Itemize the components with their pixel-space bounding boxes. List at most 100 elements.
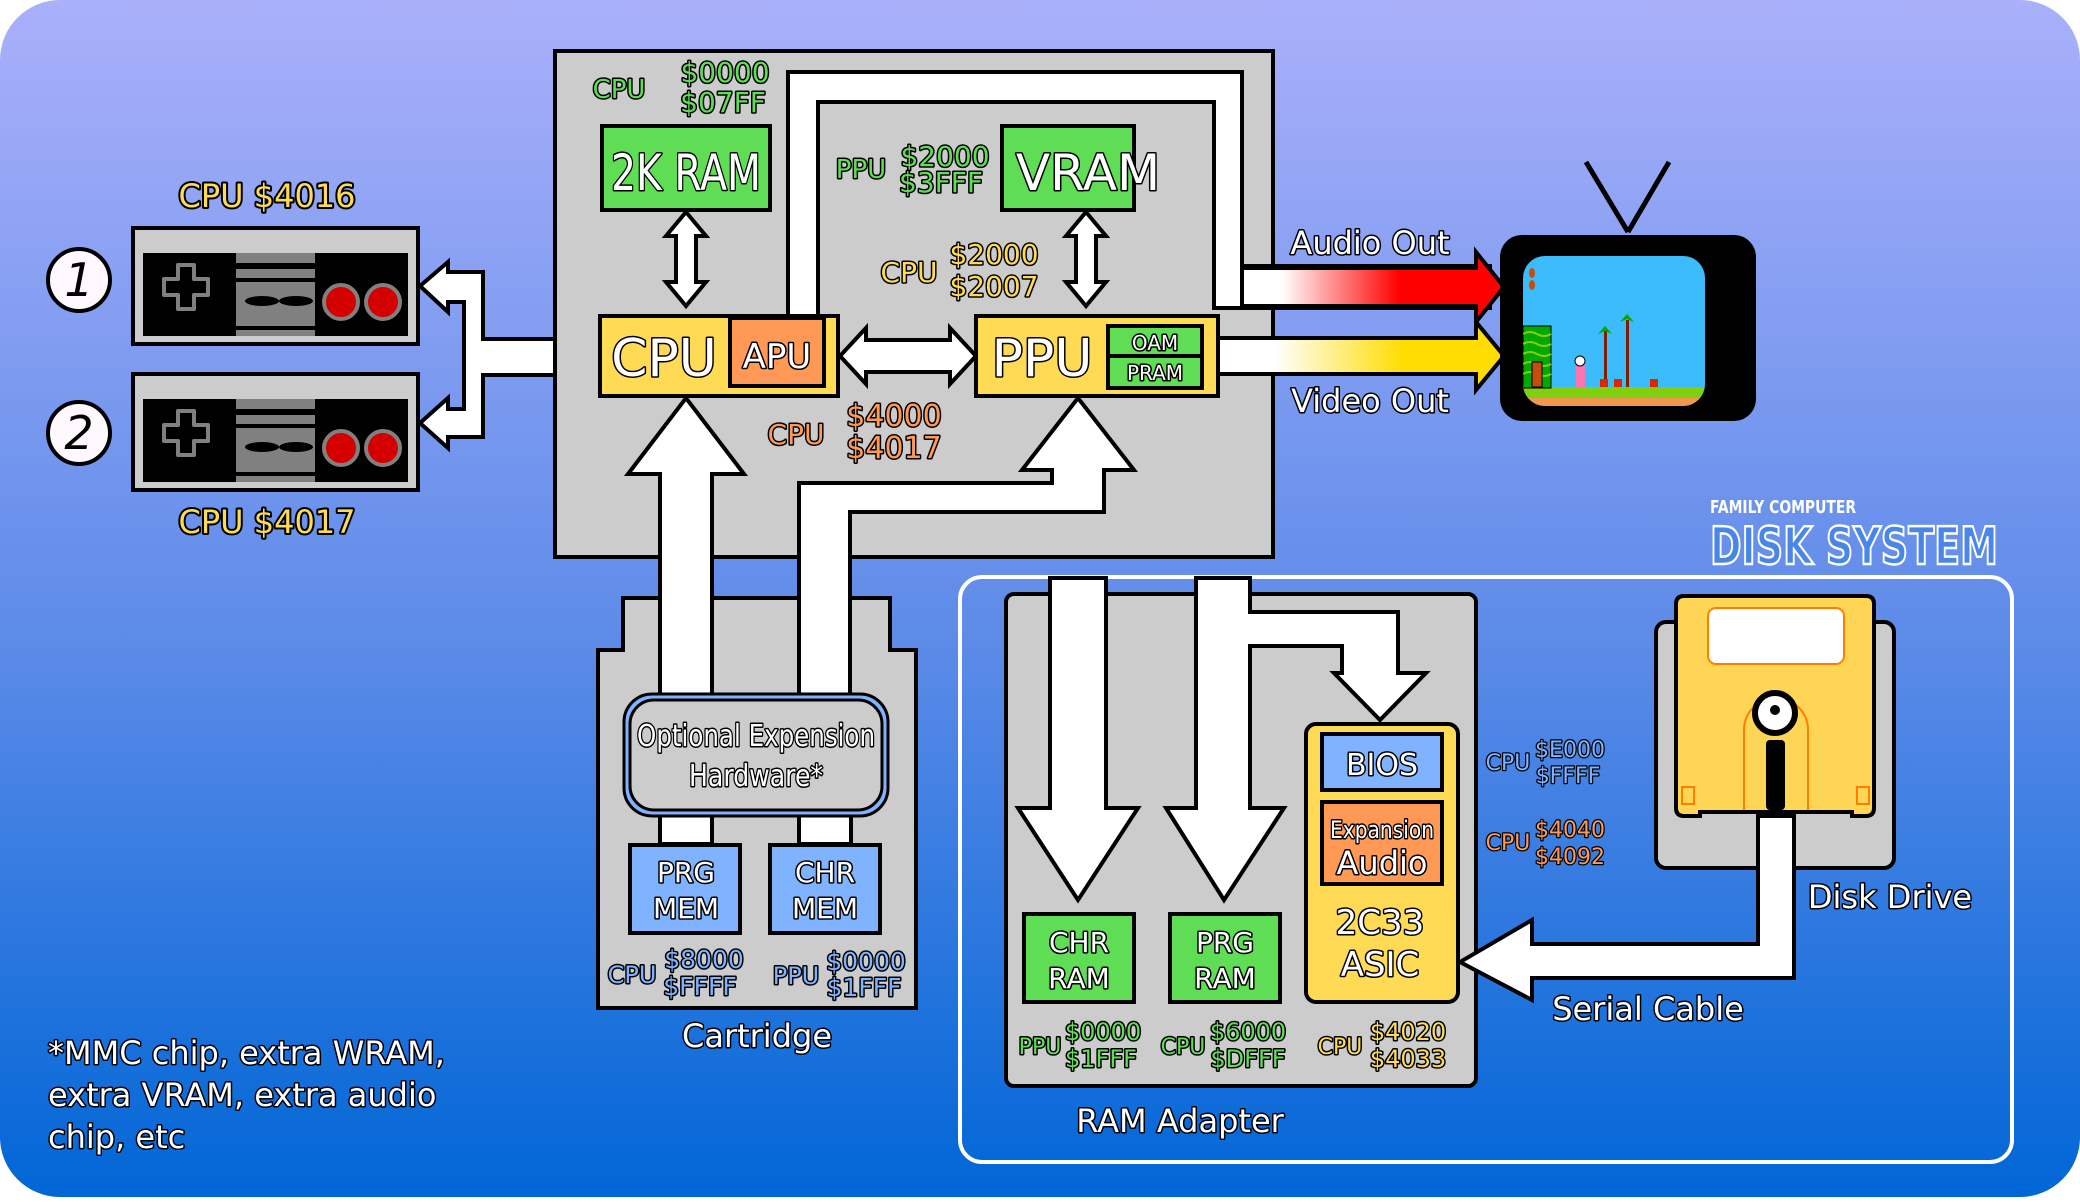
start-button-icon — [279, 442, 313, 452]
controller-2-stripe — [236, 424, 315, 428]
prg-ram-bus: CPU — [1161, 1035, 1206, 1060]
controller-2-number: 2 — [64, 406, 93, 460]
cpu-label: CPU — [611, 329, 717, 389]
audio-out-label: Audio Out — [1290, 224, 1449, 262]
ppu-label: PPU — [992, 329, 1093, 389]
chr-ram-line2: RAM — [1048, 962, 1110, 995]
vram-bus: PPU — [836, 155, 886, 185]
vram-ppu-arrow — [1061, 208, 1111, 310]
bios-addr-start: $E000 — [1535, 738, 1605, 763]
audio-out-arrow — [1240, 246, 1507, 328]
vram-label: VRAM — [1016, 144, 1160, 202]
prg-mem-addr-start: $8000 — [664, 945, 744, 974]
serial-cable-label: Serial Cable — [1552, 990, 1744, 1028]
disk-system-logo-top: FAMILY COMPUTER — [1710, 497, 1856, 518]
ram-2k-addr-end: $07FF — [680, 86, 766, 119]
disk-drive-label: Disk Drive — [1808, 878, 1972, 916]
tv-screen-turnip — [1574, 355, 1586, 367]
controller-2-stripe — [236, 472, 315, 476]
controller-2-address: CPU $4017 — [178, 503, 355, 541]
prg-mem-box — [628, 843, 742, 935]
video-out-arrow — [1216, 316, 1507, 396]
chr-mem-bus: PPU — [773, 962, 820, 990]
controller-1-stripe — [236, 263, 315, 269]
cartridge-label: Cartridge — [682, 1017, 832, 1055]
serial-cable-arrow — [1455, 814, 1796, 1004]
bios-label: BIOS — [1346, 748, 1418, 783]
expansion-audio-addr-end: $4092 — [1535, 845, 1605, 870]
ram-2k-label: 2K RAM — [611, 144, 761, 202]
prg-mem-bus: CPU — [608, 961, 657, 989]
ram-2k-bus: CPU — [593, 75, 646, 105]
ppu-reg-addr-start: $2000 — [949, 238, 1038, 271]
footnote-line1: *MMC chip, extra WRAM, — [48, 1034, 445, 1072]
tv-antenna-left — [1583, 160, 1631, 234]
apu-box — [728, 316, 826, 388]
tv-screen — [1523, 256, 1705, 406]
apu-reg-addr-end: $4017 — [846, 431, 941, 466]
controller-1: CPU $4016 1 — [46, 175, 420, 346]
expansion-audio-bus: CPU — [1486, 831, 1531, 856]
vram-addr-start: $2000 — [900, 140, 989, 173]
tv-screen-character-princess — [1576, 365, 1585, 387]
cartridge-cpu-bus-arrow — [623, 394, 749, 722]
tv-screen-palm-trunk — [1626, 320, 1629, 387]
select-button-icon — [245, 442, 279, 452]
expansion-audio-box — [1320, 800, 1444, 886]
bios-addr-end: $FFFF — [1536, 764, 1601, 789]
vram-box — [1000, 124, 1136, 212]
controller-2-badge — [46, 400, 112, 466]
chr-mem-addr-end: $1FFF — [827, 973, 902, 1002]
apu-reg-addr-start: $4000 — [846, 399, 941, 434]
chr-mem-line1: CHR — [795, 856, 855, 889]
ram-2k-addr-start: $0000 — [680, 56, 769, 89]
prg-ram-bus-arrow — [1162, 576, 1431, 904]
chr-ram-addr-end: $1FFF — [1065, 1045, 1137, 1073]
tv-antenna-right — [1625, 160, 1672, 234]
asic-line2: ASIC — [1341, 945, 1420, 985]
cartridge-ppu-bus-arrow — [797, 394, 1139, 722]
chr-ram-bus: PPU — [1019, 1035, 1062, 1060]
expansion-hardware-line1: Optional Expension — [637, 719, 875, 754]
tv-screen-dirt — [1523, 398, 1705, 406]
b-button-icon — [322, 429, 360, 467]
controller-2: 2 CPU $4017 — [46, 372, 420, 543]
ram-adapter-label: RAM Adapter — [1076, 1102, 1284, 1140]
dpad-icon — [162, 409, 210, 457]
dpad-icon — [162, 263, 210, 311]
controller-1-stripe — [236, 326, 315, 330]
a-button-icon — [364, 283, 402, 321]
controller-bus-arrow — [416, 257, 601, 453]
apu-reg-bus: CPU — [768, 418, 825, 451]
prg-mem-line2: MEM — [653, 892, 719, 925]
floppy-hub-center — [1770, 705, 1780, 715]
start-button-icon — [279, 296, 313, 306]
chr-ram-box — [1022, 912, 1136, 1004]
footnote-line3: chip, etc — [48, 1118, 185, 1156]
prg-ram-addr-end: $DFFF — [1210, 1045, 1285, 1073]
expansion-hardware-line2: Hardware* — [689, 759, 823, 794]
chr-mem-line2: MEM — [792, 892, 858, 925]
controller-1-stripe — [236, 278, 315, 282]
tv-screen-palm-leaves — [1620, 314, 1634, 322]
asic-line1: 2C33 — [1336, 903, 1425, 943]
tv-screen-palm-trunk — [1604, 331, 1607, 387]
prg-ram-line2: RAM — [1194, 962, 1256, 995]
disk-system-logo: DISK SYSTEM — [1710, 517, 1998, 577]
television — [1500, 160, 1756, 421]
pram-label: PRAM — [1127, 361, 1183, 385]
chr-mem-box — [768, 843, 882, 935]
asic-bus: CPU — [1318, 1035, 1363, 1060]
apu-label: APU — [743, 337, 812, 377]
expansion-audio-line2: Audio — [1337, 844, 1428, 882]
tv-screen-enemy — [1650, 379, 1658, 387]
vram-addr-end: $3FFF — [899, 166, 983, 199]
tv-screen-enemy — [1614, 379, 1622, 387]
expansion-audio-addr-start: $4040 — [1535, 818, 1605, 843]
a-button-icon — [364, 429, 402, 467]
footnote-line2: extra VRAM, extra audio — [48, 1076, 436, 1114]
expansion-audio-line1: Expansion — [1330, 816, 1434, 844]
expansion-hardware-box — [628, 698, 884, 812]
